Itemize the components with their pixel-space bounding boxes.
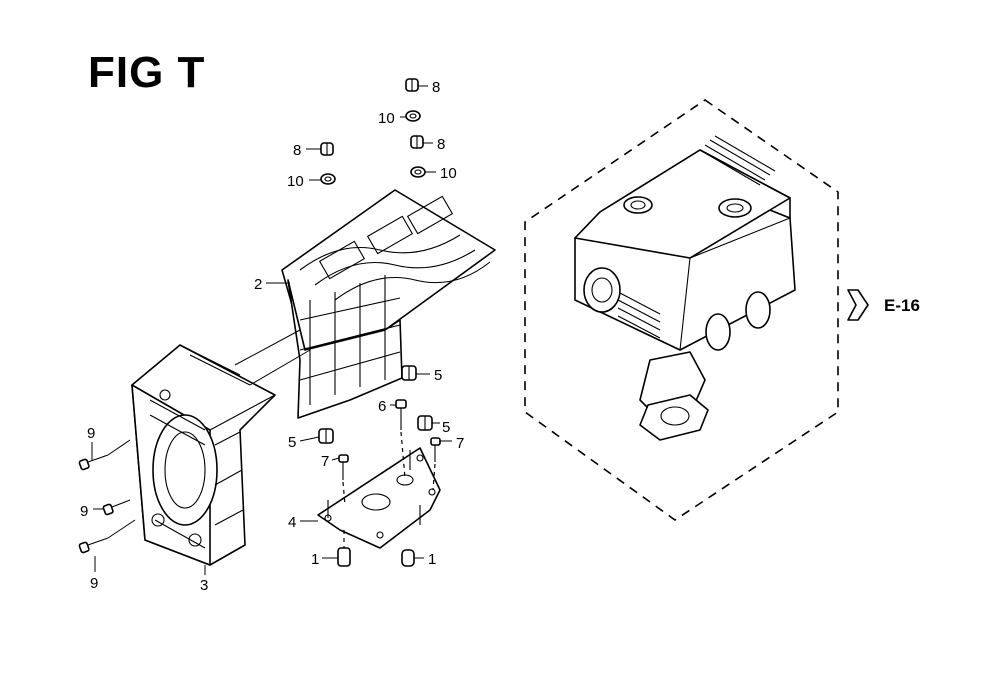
part-4-plate <box>317 447 441 549</box>
bolt-icon <box>430 437 441 491</box>
bolt-icon <box>78 519 136 554</box>
washer-icon <box>405 110 421 122</box>
callout-10: 10 <box>287 173 304 190</box>
callout-6: 6 <box>378 398 386 415</box>
reference-label: E-16 <box>884 296 920 315</box>
muffler-group-outline <box>524 99 839 521</box>
nut-icon <box>401 365 417 381</box>
stud-icon <box>337 530 351 567</box>
muffler-group: E-16 <box>524 99 920 521</box>
muffler <box>574 135 796 441</box>
callout-8: 8 <box>437 136 445 153</box>
callout-5: 5 <box>442 419 450 436</box>
nut-icon <box>318 428 334 444</box>
callout-1: 1 <box>428 551 436 568</box>
callout-7: 7 <box>321 453 329 470</box>
callout-5: 5 <box>434 367 442 384</box>
nut-icon <box>320 142 334 156</box>
callout-3: 3 <box>200 577 208 594</box>
part-3-manifold <box>131 344 276 566</box>
nut-icon <box>410 135 424 149</box>
washer-icon <box>320 173 336 185</box>
callout-5: 5 <box>288 434 296 451</box>
callout-10: 10 <box>440 165 457 182</box>
bolt-icon <box>395 399 407 479</box>
callout-9: 9 <box>80 503 88 520</box>
callout-9: 9 <box>87 425 95 442</box>
nut-icon <box>405 78 419 92</box>
nut-icon <box>417 415 433 431</box>
callout-9: 9 <box>90 575 98 592</box>
callout-10: 10 <box>378 110 395 127</box>
bolt-icon <box>338 454 349 506</box>
callout-2: 2 <box>254 276 262 293</box>
stud-icon <box>327 450 421 525</box>
callout-8: 8 <box>432 79 440 96</box>
callout-1: 1 <box>311 551 319 568</box>
callout-7: 7 <box>456 435 464 452</box>
callout-8: 8 <box>293 142 301 159</box>
bolt-icon <box>78 439 131 471</box>
part-2-air-guide <box>281 189 496 419</box>
stud-icon <box>401 549 415 567</box>
figure-title: FIG T <box>88 48 206 97</box>
callout-4: 4 <box>288 514 296 531</box>
washer-icon <box>410 166 426 178</box>
bolt-icon <box>102 499 131 516</box>
reference-arrow-icon <box>847 289 869 321</box>
